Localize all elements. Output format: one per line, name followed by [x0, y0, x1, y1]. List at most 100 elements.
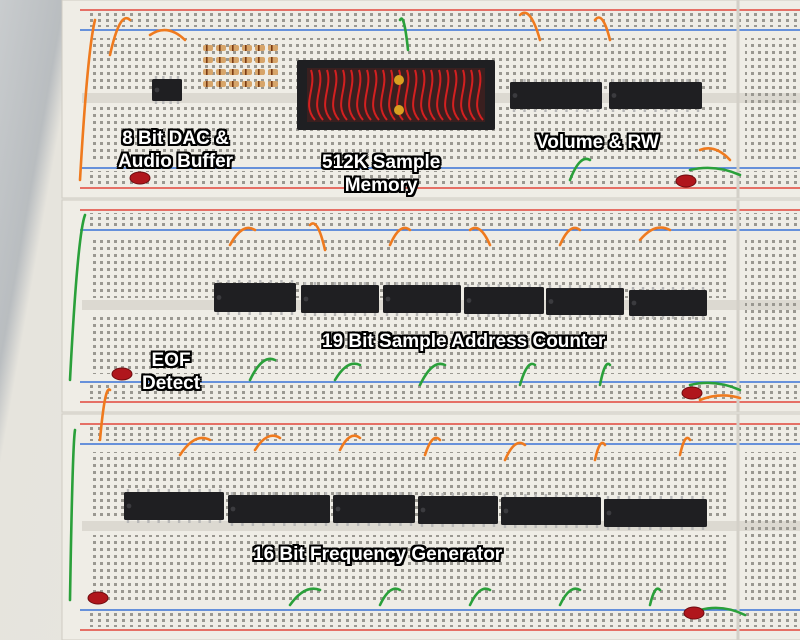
chip-pin: [162, 101, 165, 104]
chip-pin: [425, 313, 429, 316]
resistor-row: [203, 81, 278, 87]
chip-pin: [544, 525, 548, 528]
chip-notch: [512, 93, 518, 98]
chip-pin: [378, 523, 381, 526]
chip-pin: [378, 492, 381, 495]
green-jumper-wire: [468, 587, 492, 607]
chip-pin: [405, 282, 409, 285]
resistor: [229, 45, 239, 51]
chip-pin: [654, 79, 657, 82]
chip-pin: [585, 525, 588, 528]
chip-pin: [575, 109, 579, 112]
chip-pin: [671, 316, 675, 319]
chip-pin: [324, 523, 328, 526]
volume-label-text: Volume & RW: [536, 132, 659, 153]
chip-pin: [169, 101, 172, 104]
orange-jumper-wire: [253, 434, 282, 452]
chip-pin: [455, 282, 459, 285]
chip-pin: [314, 523, 317, 526]
resistor-band: [258, 57, 260, 63]
address-chip-4: [464, 284, 544, 317]
chip-pin: [395, 282, 399, 285]
terminal-holes-right: [745, 238, 800, 374]
chip-pin: [435, 313, 439, 316]
green-jumper-wire: [648, 587, 662, 607]
chip-pin: [323, 282, 327, 285]
capacitor: [394, 105, 404, 115]
chip-pin: [595, 525, 599, 528]
resistor: [255, 45, 265, 51]
resistor-band: [245, 57, 247, 63]
chip-notch: [611, 93, 617, 98]
green-jumper-wire: [558, 587, 582, 607]
chip-pin: [611, 79, 615, 82]
memory-jumper-wire: [428, 69, 436, 121]
chip-pin: [575, 494, 578, 497]
green-jumper-wire: [68, 428, 77, 602]
chip-notch: [503, 508, 509, 514]
memory-jumper-wire: [364, 69, 372, 121]
chip-pin: [487, 284, 490, 287]
memory-jumper-wire: [324, 69, 332, 121]
resistor-band: [206, 45, 208, 51]
chip-pin: [482, 524, 485, 527]
orange-jumper-wire: [108, 17, 132, 57]
chip-body: [510, 82, 602, 109]
chip-pin: [638, 527, 641, 530]
chip-pin: [216, 280, 220, 283]
resistor-band: [206, 69, 208, 75]
chip-pin: [441, 524, 444, 527]
chip-pin: [503, 525, 507, 528]
resistor: [229, 57, 239, 63]
chip-notch: [606, 510, 612, 516]
chip-pin: [385, 282, 389, 285]
chip-pin: [420, 493, 424, 496]
orange-jumper-wire: [423, 436, 442, 457]
chip-pin: [575, 525, 578, 528]
chip-pin: [627, 496, 631, 499]
chip-pin: [227, 312, 230, 315]
memory-jumper-wire: [436, 69, 444, 121]
green-jumper-wire: [398, 17, 410, 52]
chip-pin: [565, 525, 568, 528]
chip-pin: [248, 312, 251, 315]
resistor-band: [271, 69, 273, 75]
chip-pin: [237, 280, 241, 283]
chip-pin: [554, 525, 558, 528]
resistor: [268, 69, 278, 75]
chip-pin: [176, 76, 180, 79]
chip-pin: [578, 315, 582, 318]
memory-label: 512K Sample Memory: [322, 151, 440, 197]
chip-pin: [568, 285, 572, 288]
dac-label-line2: Audio Buffer: [118, 151, 234, 172]
green-jumper-wire: [333, 362, 362, 382]
chip-pin: [606, 496, 610, 499]
chip-pin: [303, 313, 307, 316]
chip-notch: [335, 506, 341, 512]
chip-pin: [544, 109, 547, 112]
orange-jumper-wire: [468, 226, 492, 247]
freq-chip-6: [604, 496, 707, 530]
resistor-band: [219, 69, 221, 75]
chip-pin: [554, 79, 558, 82]
chip-pin: [188, 520, 191, 523]
memory-jumper-wire: [340, 69, 348, 121]
resistor-row: [203, 45, 278, 51]
green-jumper-wire: [288, 587, 322, 607]
green-jumper-wire: [688, 166, 742, 177]
chip-pin: [596, 109, 600, 112]
freq-chip-5: [501, 494, 601, 528]
chip-pin: [353, 313, 357, 316]
chip-pin: [518, 284, 521, 287]
capacitor: [129, 171, 151, 185]
chip-pin: [373, 313, 377, 316]
chip-pin: [548, 285, 552, 288]
orange-jumper-wire: [178, 436, 212, 457]
chip-pin: [643, 79, 647, 82]
resistor-band: [219, 45, 221, 51]
orange-jumper-wire: [78, 18, 97, 182]
chip-pin: [659, 496, 662, 499]
chip-pin: [227, 280, 230, 283]
chip-pin: [534, 525, 537, 528]
capacitor: [683, 606, 705, 620]
